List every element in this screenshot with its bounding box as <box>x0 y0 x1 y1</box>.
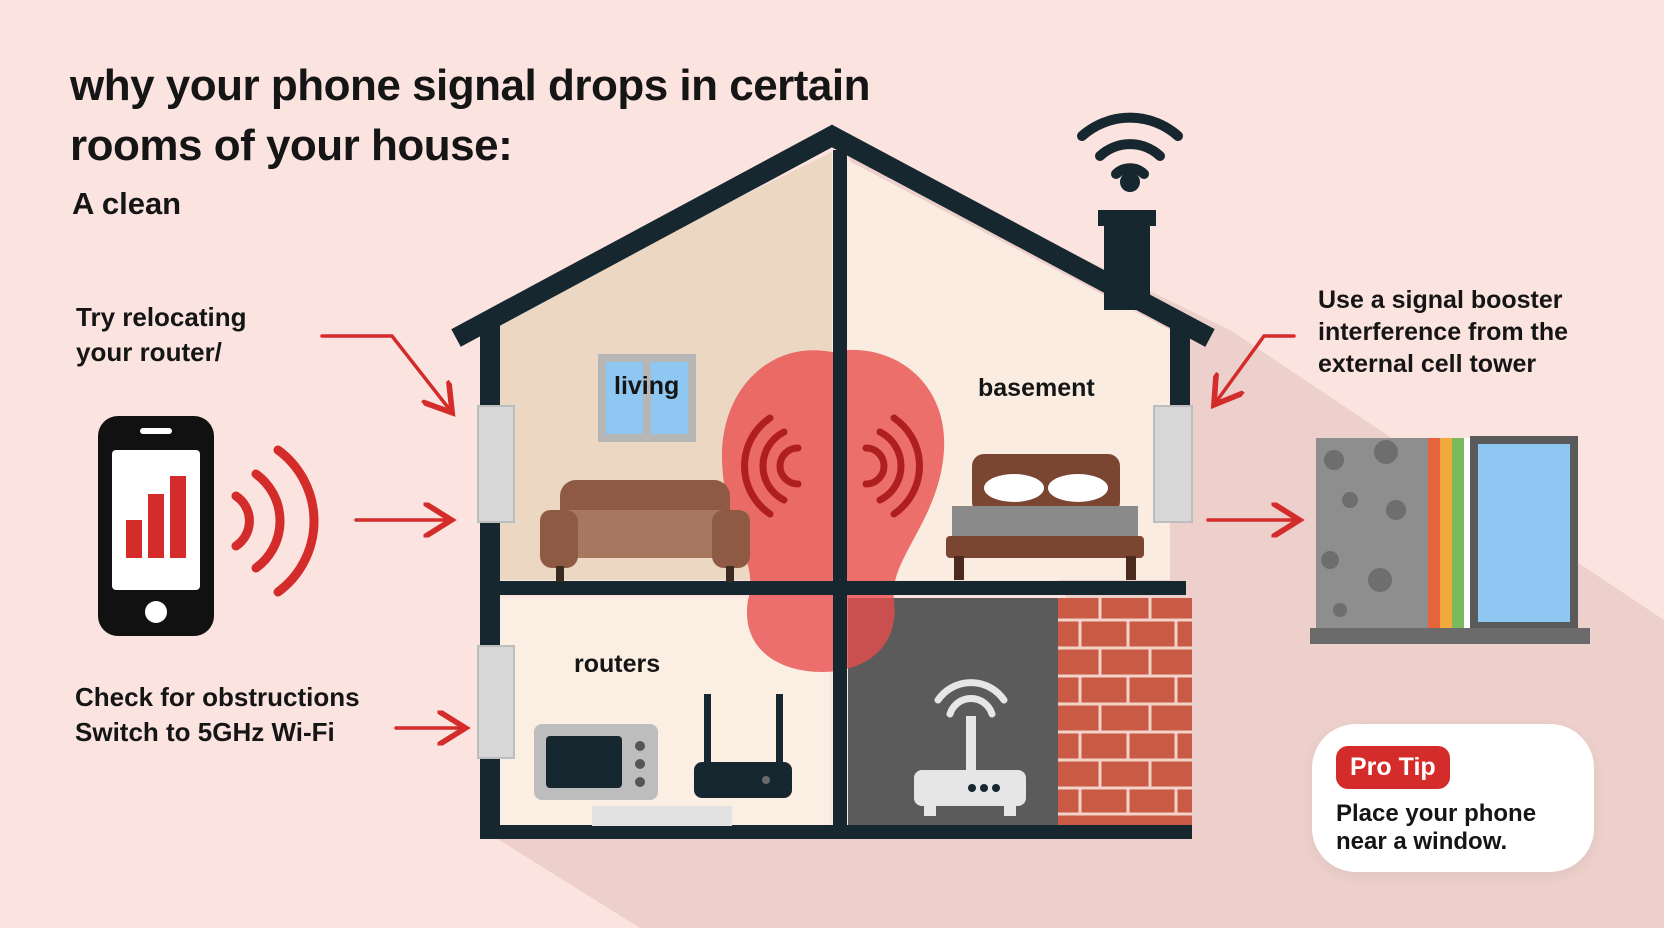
note-relocate-router: Try relocating your router/ <box>76 300 247 370</box>
title-line-2: rooms of your house: <box>70 121 513 170</box>
room-label-routers: routers <box>574 650 661 678</box>
wifi-router-icon <box>914 679 1026 816</box>
phone-signal-waves-icon <box>231 445 319 597</box>
sofa-icon <box>540 480 750 582</box>
chimney-cap <box>1098 210 1156 226</box>
brick-wall-icon <box>1058 598 1192 826</box>
note-booster-line-3: external cell tower <box>1318 350 1537 378</box>
phone-signal-bar-2 <box>148 494 164 558</box>
note-booster-line-2: interference from the <box>1318 318 1569 346</box>
wifi-dot <box>1120 172 1140 192</box>
pro-tip-badge: Pro Tip <box>1336 746 1450 789</box>
note-booster-line-1: Use a signal booster <box>1318 286 1563 314</box>
note-relocate-line-2: your router/ <box>76 337 222 367</box>
room-label-basement: basement <box>978 374 1095 402</box>
left-wall-vent-lower <box>477 645 515 759</box>
arrow-booster <box>1216 334 1296 402</box>
title-line-1: why your phone signal drops in certain <box>70 61 871 110</box>
phone-signal-bar-3 <box>170 476 186 558</box>
note-obstructions: Check for obstructions Switch to 5GHz Wi… <box>75 680 360 750</box>
bed-icon <box>946 454 1144 580</box>
page-title: why your phone signal drops in certain r… <box>70 56 871 176</box>
microwave-icon <box>534 724 658 800</box>
right-wall-vent <box>1153 405 1193 523</box>
router-icon <box>694 694 792 798</box>
lower-floor-mat <box>592 806 732 826</box>
pro-tip-line-1: Place your phone <box>1336 800 1537 827</box>
phone-signal-bar-1 <box>126 520 142 558</box>
pro-tip-card: Pro Tip Place your phone near a window. <box>1312 724 1594 872</box>
pro-tip-text: Place your phone near a window. <box>1336 800 1536 856</box>
window-icon <box>598 354 696 442</box>
subtitle: A clean <box>72 186 182 221</box>
pro-tip-line-2: near a window. <box>1336 828 1508 855</box>
wall-layers-icon <box>1310 436 1590 644</box>
note-obstructions-line-2: Switch to 5GHz Wi-Fi <box>75 717 335 747</box>
arrow-relocate <box>320 334 450 410</box>
room-label-living: living <box>614 372 680 400</box>
roof <box>451 124 1215 347</box>
note-signal-booster: Use a signal booster interference from t… <box>1318 284 1568 380</box>
arrow-icon <box>320 334 1296 728</box>
note-obstructions-line-1: Check for obstructions <box>75 682 360 712</box>
note-relocate-line-1: Try relocating <box>76 302 247 332</box>
wifi-icon <box>1077 112 1183 179</box>
left-wall-vent-upper <box>477 405 515 523</box>
signal-waves-icon <box>741 414 923 518</box>
phone-icon <box>98 416 214 636</box>
